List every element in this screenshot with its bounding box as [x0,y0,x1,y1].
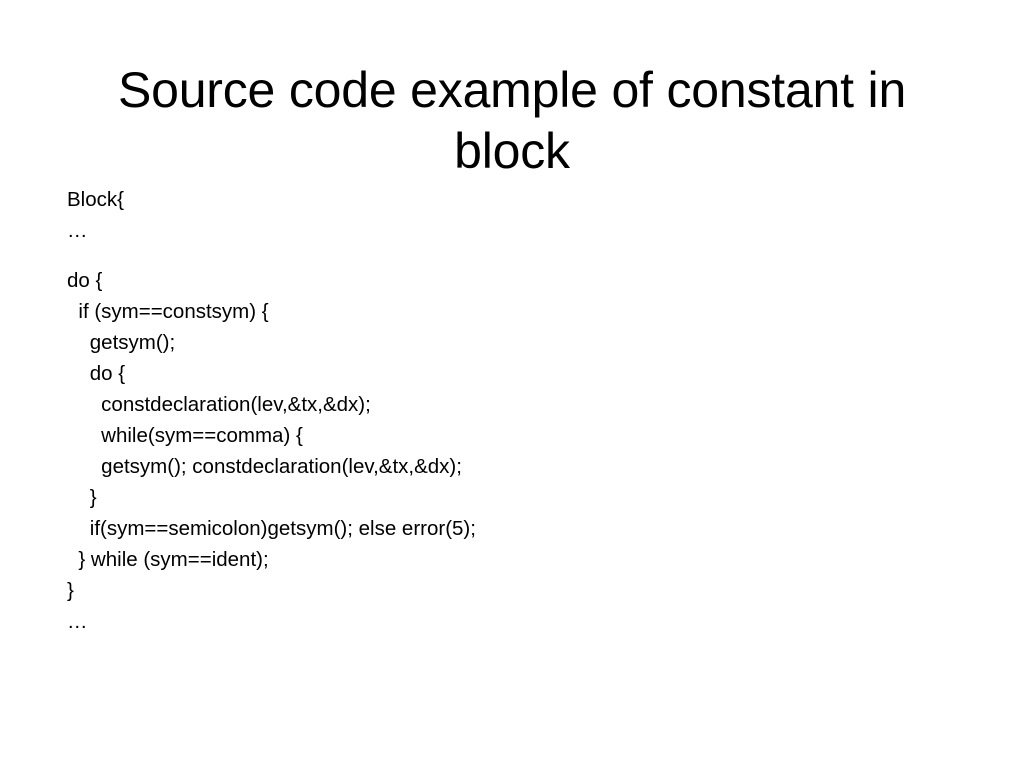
code-line: while(sym==comma) { [67,424,303,447]
code-line: … [67,610,88,633]
code-line: Block{ [67,188,124,211]
code-line: … [67,219,88,242]
code-line: if (sym==constsym) { [67,300,269,323]
code-line: constdeclaration(lev,&tx,&dx); [67,393,371,416]
code-line: } while (sym==ident); [67,548,269,571]
code-line: } [67,579,74,602]
code-line: } [67,486,97,509]
code-line: getsym(); [67,331,176,354]
code-line-blank [67,246,947,265]
page-title: Source code example of constant in block [117,61,920,179]
code-line: do { [67,269,103,292]
code-line: getsym(); constdeclaration(lev,&tx,&dx); [67,455,462,478]
code-block: Block{ … do { if (sym==constsym) { getsym(… [67,184,947,637]
code-line: do { [67,362,126,385]
code-line: if(sym==semicolon)getsym(); else error(5… [67,517,476,540]
